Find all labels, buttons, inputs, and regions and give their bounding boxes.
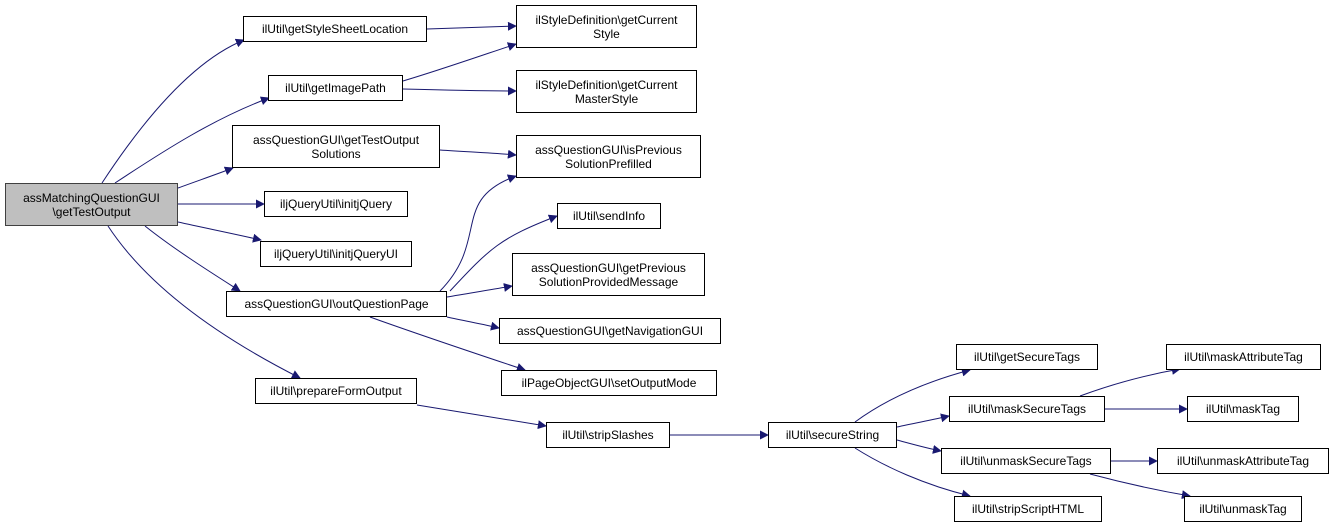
node-root: assMatchingQuestionGUI\getTestOutput (5, 183, 178, 226)
node-get-style-sheet-location[interactable]: ilUtil\getStyleSheetLocation (243, 16, 427, 42)
node-label-line: ilStyleDefinition\getCurrent (535, 77, 678, 92)
node-label-line: ilPageObjectGUI\setOutputMode (521, 376, 697, 390)
edge-outQuestionPage-to-getPreviousSolutionProvidedMessage (446, 283, 513, 298)
node-label-line: ilUtil\prepareFormOutput (270, 384, 402, 398)
node-secure-string[interactable]: ilUtil\secureString (768, 422, 897, 448)
edge-root-to-getTestOutputSolutions (177, 166, 234, 189)
node-label-line: MasterStyle (574, 91, 639, 106)
node-label-line: iljQueryUtil\initjQuery (279, 197, 393, 211)
node-label-line: assQuestionGUI\isPrevious (535, 142, 682, 157)
node-label-line: Solutions (311, 146, 361, 161)
node-initj-query-ui[interactable]: iljQueryUtil\initjQueryUI (260, 241, 412, 267)
edge-prepareFormOutput-to-stripSlashes (416, 404, 547, 430)
node-label-line: assMatchingQuestionGUI (23, 190, 160, 205)
edge-root-to-getStyleSheetLocation (101, 38, 245, 184)
edge-getImagePath-to-getCurrentMasterStyle (402, 86, 517, 96)
node-unmask-secure-tags[interactable]: ilUtil\unmaskSecureTags (941, 448, 1111, 474)
node-mask-tag[interactable]: ilUtil\maskTag (1187, 396, 1299, 422)
node-get-image-path[interactable]: ilUtil\getImagePath (268, 75, 403, 101)
edge-getStyleSheetLocation-to-getCurrentStyle (426, 21, 517, 31)
edge-root-to-initjQueryUI (177, 221, 262, 243)
edge-maskSecureTags-to-maskAttributeTag (1079, 365, 1181, 397)
node-get-secure-tags[interactable]: ilUtil\getSecureTags (956, 344, 1098, 370)
node-label-line: ilUtil\maskAttributeTag (1184, 350, 1303, 364)
edge-root-to-getImagePath (114, 96, 270, 184)
node-set-output-mode[interactable]: ilPageObjectGUI\setOutputMode (501, 370, 717, 396)
node-send-info[interactable]: ilUtil\sendInfo (557, 203, 661, 229)
edge-secureString-to-stripScriptHTML (854, 447, 971, 499)
node-label-line: iljQueryUtil\initjQueryUI (273, 247, 399, 261)
node-prepare-form-output[interactable]: ilUtil\prepareFormOutput (255, 378, 417, 404)
node-label-line: assQuestionGUI\outQuestionPage (244, 297, 429, 311)
node-label-line: ilUtil\getImagePath (285, 81, 386, 95)
edge-secureString-to-getSecureTags (854, 367, 971, 423)
node-label-line: ilUtil\secureString (785, 428, 880, 442)
node-label-line: ilUtil\sendInfo (572, 209, 646, 223)
edge-outQuestionPage-to-getNavigationGUI (446, 316, 500, 331)
edge-root-to-outQuestionPage (144, 225, 241, 292)
node-label-line: ilUtil\maskSecureTags (967, 402, 1087, 416)
node-strip-script-html[interactable]: ilUtil\stripScriptHTML (954, 496, 1102, 522)
edge-unmaskSecureTags-to-unmaskTag (1089, 473, 1191, 500)
node-label-line: ilUtil\unmaskTag (1199, 502, 1287, 516)
edge-getTestOutputSolutions-to-isPreviousSolutionPrefilled (439, 149, 517, 159)
node-label-line: ilUtil\unmaskSecureTags (960, 454, 1092, 468)
node-label-line: ilStyleDefinition\getCurrent (535, 12, 678, 27)
edge-getImagePath-to-getCurrentStyle (402, 42, 517, 82)
node-label-line: ilUtil\maskTag (1205, 402, 1280, 416)
node-get-navigation-gui[interactable]: assQuestionGUI\getNavigationGUI (499, 318, 721, 344)
edge-secureString-to-unmaskSecureTags (896, 439, 942, 454)
node-label-line: SolutionProvidedMessage (538, 274, 679, 289)
node-label-line: ilUtil\getStyleSheetLocation (261, 22, 409, 36)
node-label-line: Style (593, 26, 620, 41)
node-unmask-attribute-tag[interactable]: ilUtil\unmaskAttributeTag (1157, 448, 1329, 474)
node-label-line: ilUtil\unmaskAttributeTag (1176, 454, 1310, 468)
edge-outQuestionPage-to-isPreviousSolutionPrefilled (439, 174, 517, 292)
node-label-line: assQuestionGUI\getPrevious (531, 260, 686, 275)
node-label-line: ilUtil\stripSlashes (562, 428, 654, 442)
node-unmask-tag[interactable]: ilUtil\unmaskTag (1184, 496, 1302, 522)
node-strip-slashes[interactable]: ilUtil\stripSlashes (546, 422, 670, 448)
node-label-line: ilUtil\getSecureTags (973, 350, 1081, 364)
node-mask-attribute-tag[interactable]: ilUtil\maskAttributeTag (1166, 344, 1321, 370)
node-label-line: \getTestOutput (52, 204, 131, 219)
edge-outQuestionPage-to-sendInfo (449, 214, 558, 292)
node-label-line: assQuestionGUI\getNavigationGUI (516, 324, 704, 338)
edge-secureString-to-maskSecureTags (896, 413, 950, 428)
node-mask-secure-tags[interactable]: ilUtil\maskSecureTags (949, 396, 1105, 422)
node-label-line: ilUtil\stripScriptHTML (971, 502, 1084, 516)
node-label-line: SolutionPrefilled (565, 156, 652, 171)
node-initj-query[interactable]: iljQueryUtil\initjQuery (264, 191, 408, 217)
node-out-question-page[interactable]: assQuestionGUI\outQuestionPage (226, 291, 447, 317)
edge-root-to-prepareFormOutput (107, 225, 301, 379)
edge-outQuestionPage-to-setOutputMode (369, 316, 526, 372)
node-label-line: assQuestionGUI\getTestOutput (252, 132, 420, 147)
